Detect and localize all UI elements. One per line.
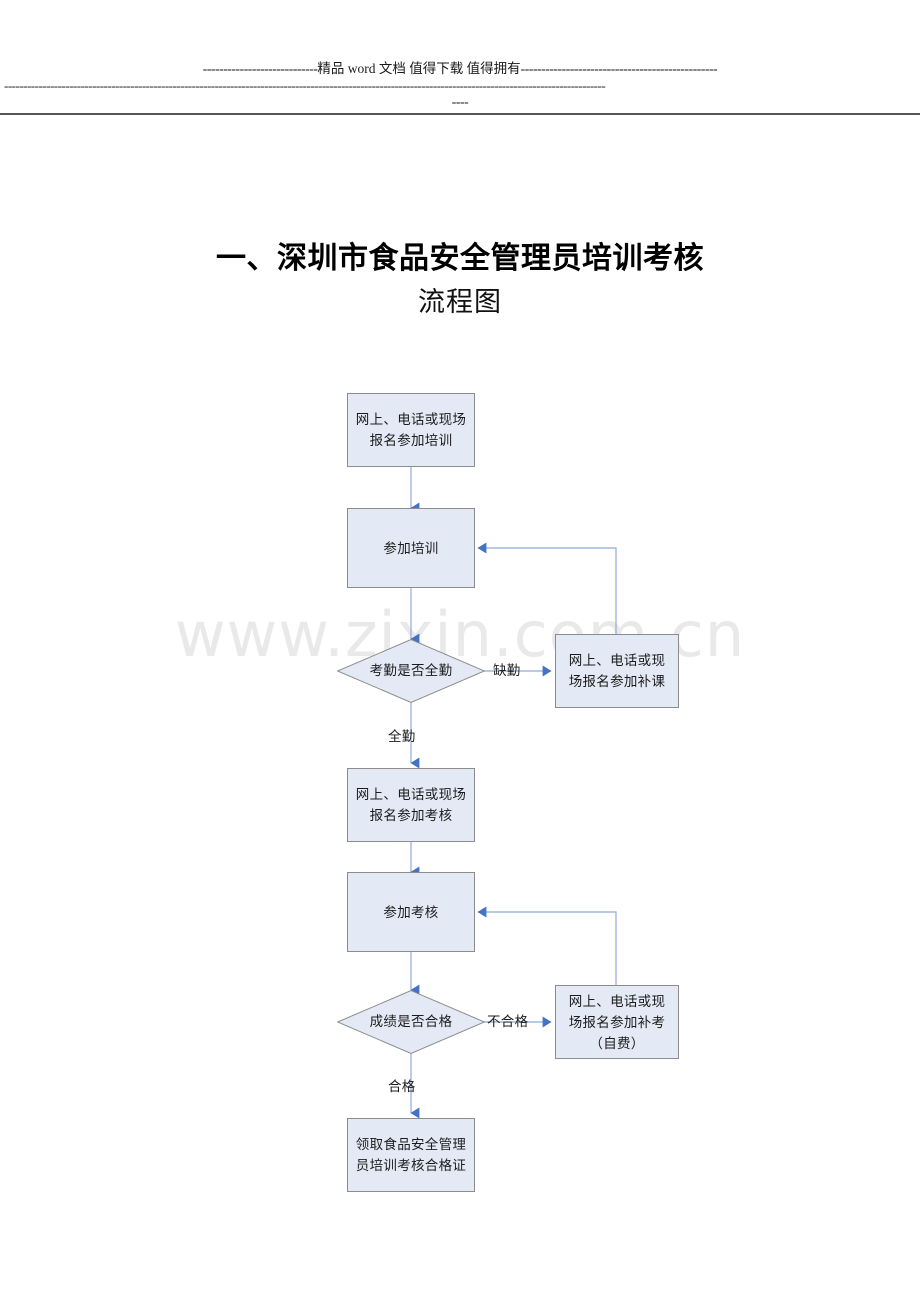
diamond-shape-icon [337,990,485,1054]
flow-node-register-retake-exam[interactable]: 网上、电话或现场报名参加补考（自费） [555,985,679,1059]
edge-label-absent: 缺勤 [493,663,521,678]
flow-node-label: 参加考核 [383,904,439,920]
header-short-dashes: ---- [451,94,469,109]
edge-label-fail: 不合格 [487,1014,529,1029]
page-title-line-2: 流程图 [418,287,502,317]
flow-node-receive-certificate[interactable]: 领取食品安全管理员培训考核合格证 [347,1118,475,1192]
flow-node-label: 成绩是否合格 [369,1014,453,1029]
flow-node-label: 网上、电话或现场报名参加补课 [568,653,666,689]
edge-label-full-attendance: 全勤 [388,729,416,744]
flow-node-score-decision[interactable]: 成绩是否合格 [337,990,485,1054]
header-left-dashes: ---------------------------- [202,61,318,76]
flow-node-label: 参加培训 [383,540,439,556]
connector-n4-n2-loop [477,542,617,634]
flow-node-register-makeup-class[interactable]: 网上、电话或现场报名参加补课 [555,634,679,708]
page-title-line-1: 一、深圳市食品安全管理员培训考核 [216,241,704,276]
flow-node-label: 网上、电话或现场报名参加考核 [355,787,467,823]
flow-node-attend-training[interactable]: 参加培训 [347,508,475,588]
flow-node-register-training[interactable]: 网上、电话或现场报名参加培训 [347,393,475,467]
header-promo-text: 精品 word 文档 值得下载 值得拥有 [317,61,521,76]
header-rule [0,113,920,115]
diamond-shape-icon [337,639,485,703]
flow-node-label: 考勤是否全勤 [369,663,453,678]
flow-node-attendance-decision[interactable]: 考勤是否全勤 [337,639,485,703]
flow-node-label: 网上、电话或现场报名参加补考（自费） [568,993,666,1051]
flow-node-register-exam[interactable]: 网上、电话或现场报名参加考核 [347,768,475,842]
edge-label-pass: 合格 [388,1079,416,1094]
header-dashed-separator: ----------------------------------------… [4,79,606,93]
flow-node-label: 领取食品安全管理员培训考核合格证 [355,1137,467,1173]
page-header: ----------------------------精品 word 文档 值… [0,60,920,115]
flow-node-label: 网上、电话或现场报名参加培训 [355,412,467,448]
flow-node-attend-exam[interactable]: 参加考核 [347,872,475,952]
connector-n8-n6-loop [477,906,617,985]
page-title: 一、深圳市食品安全管理员培训考核 流程图 [0,238,920,324]
header-promo-line: ----------------------------精品 word 文档 值… [0,60,920,77]
header-right-dashes: ----------------------------------------… [520,61,718,76]
